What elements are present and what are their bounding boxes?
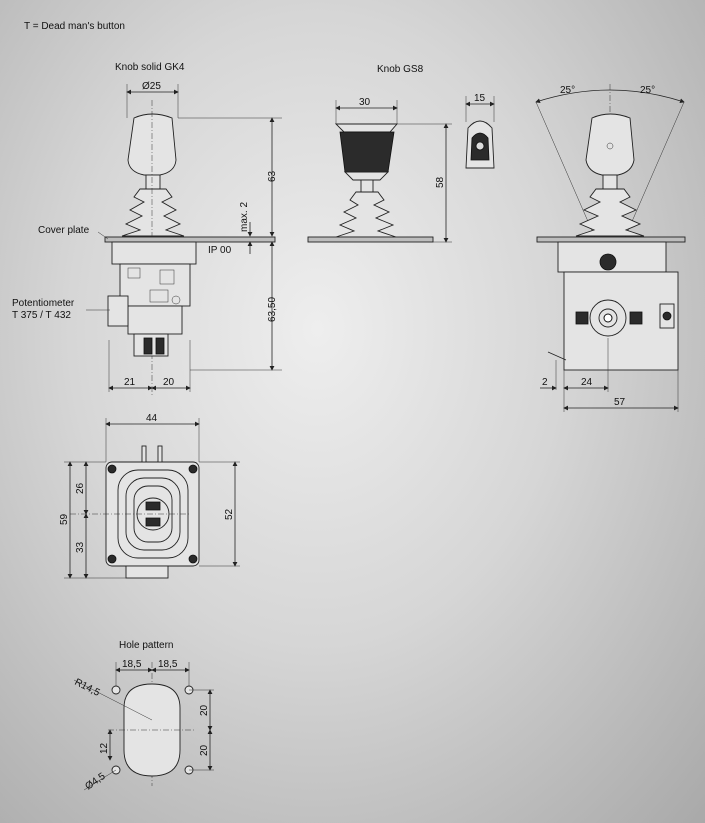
gk4-height-top: 63 (267, 170, 278, 182)
hole-pattern-title: Hole pattern (119, 640, 173, 651)
top-view: 44 59 26 33 52 (59, 413, 240, 579)
gk4-diameter: Ø25 (142, 81, 161, 92)
hole-vert-1: 20 (199, 704, 210, 716)
gk4-height-bottom: 63,50 (267, 297, 278, 322)
side-width-1: 24 (581, 377, 593, 388)
gk4-cover-plate (104, 236, 276, 243)
top-height: 52 (224, 508, 235, 520)
gs8-grip (339, 131, 395, 173)
top-lower: 33 (75, 541, 86, 553)
callout-potentiometer-type: T 375 / T 432 (12, 310, 71, 321)
t-button-width: 15 (474, 93, 486, 104)
gk4-width-left: 21 (124, 377, 136, 388)
gk4-title: Knob solid GK4 (115, 62, 185, 73)
side-angle-left: 25° (560, 85, 575, 96)
side-offset: 2 (542, 377, 548, 388)
gs8-height: 58 (435, 176, 446, 188)
callout-potentiometer: Potentiometer (12, 298, 75, 309)
gk4-boot (121, 188, 185, 237)
hole-offset: 12 (99, 742, 110, 754)
hole-dist-2: 18,5 (158, 659, 178, 670)
gk4-view: Knob solid GK4 Ø25 63 63,50 m (104, 62, 282, 395)
gs8-view: Knob GS8 30 58 (307, 64, 452, 243)
gs8-title: Knob GS8 (377, 64, 424, 75)
gk4-max: max. 2 (239, 202, 250, 232)
gk4-ip: IP 00 (208, 245, 232, 256)
top-total: 59 (59, 513, 70, 525)
side-view: 25° 25° 2 24 57 (535, 84, 686, 412)
callout-cover-plate: Cover plate (38, 225, 90, 236)
side-angle-right: 25° (640, 85, 655, 96)
top-width: 44 (146, 413, 158, 424)
legend-note: T = Dead man's button (24, 21, 125, 32)
hole-vert-2: 20 (199, 744, 210, 756)
gk4-shaft (145, 174, 161, 190)
dead-mans-button: 15 (465, 93, 495, 169)
top-upper: 26 (75, 482, 86, 494)
hole-radius: R14,5 (73, 677, 102, 699)
hole-diameter: Ø4,5 (83, 771, 107, 793)
gs8-width: 30 (359, 97, 371, 108)
hole-pattern: Hole pattern 18,5 18,5 R14,5 20 20 12 Ø4… (73, 640, 214, 792)
side-width-total: 57 (614, 397, 626, 408)
gk4-width-right: 20 (163, 377, 175, 388)
hole-dist-1: 18,5 (122, 659, 142, 670)
gs8-boot (335, 191, 397, 238)
